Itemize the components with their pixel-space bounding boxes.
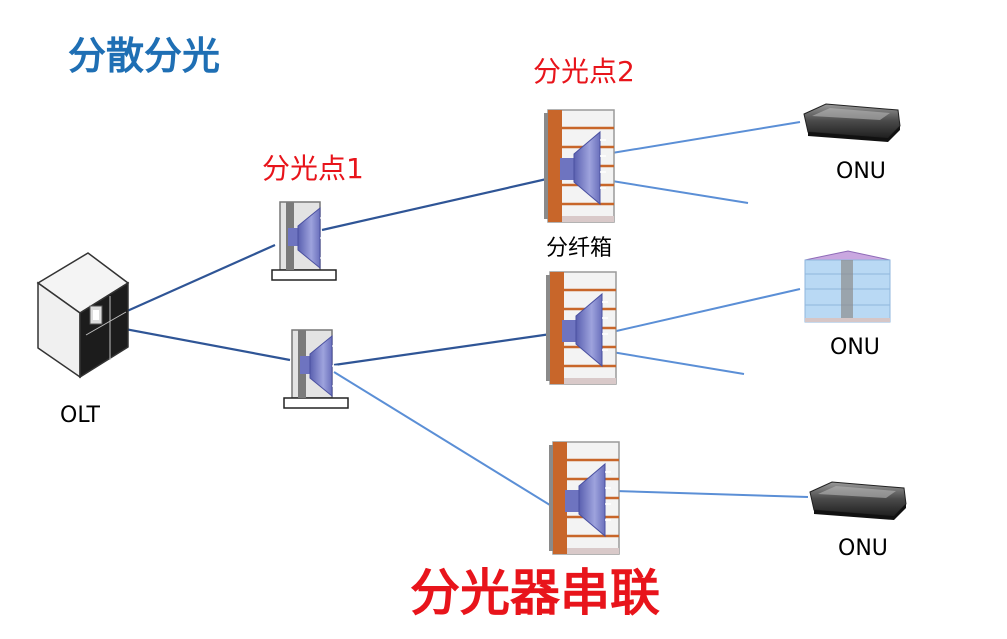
- link-splitter1-box1: [321, 174, 561, 232]
- onu-label: ONU: [836, 159, 886, 184]
- fiber-box-icon: [544, 270, 618, 386]
- splitter-icon: [283, 329, 349, 409]
- link-box3-onu3: [614, 490, 809, 498]
- link-box2-building: [611, 288, 801, 333]
- link-splitter2-box3: [333, 371, 559, 511]
- splitter-icon: [271, 201, 337, 281]
- link-box1-onu1: [611, 121, 801, 154]
- onu-label: ONU: [838, 536, 888, 561]
- link-olt-splitter1: [124, 243, 276, 314]
- link-box2-drop: [611, 351, 745, 375]
- onu-modem-icon: [803, 103, 901, 143]
- olt-label: OLT: [60, 403, 100, 428]
- fiber-box-icon: [542, 108, 616, 224]
- onu-modem-icon: [809, 481, 907, 521]
- split-point-1-label: 分光点1: [262, 152, 364, 185]
- onu-label: ONU: [830, 335, 880, 360]
- fiber-links: [124, 121, 809, 511]
- building-icon: [804, 250, 891, 323]
- olt-server-icon: [36, 252, 130, 379]
- link-box1-drop: [611, 180, 749, 204]
- caption: 分光器串联: [410, 564, 660, 622]
- link-olt-splitter2: [124, 327, 291, 362]
- page-title: 分散分光: [68, 34, 221, 78]
- link-splitter2-box2: [333, 330, 566, 367]
- split-point-2-label: 分光点2: [533, 55, 635, 88]
- fiber-box-icon: [547, 440, 621, 556]
- fiber-box-label: 分纤箱: [546, 236, 613, 261]
